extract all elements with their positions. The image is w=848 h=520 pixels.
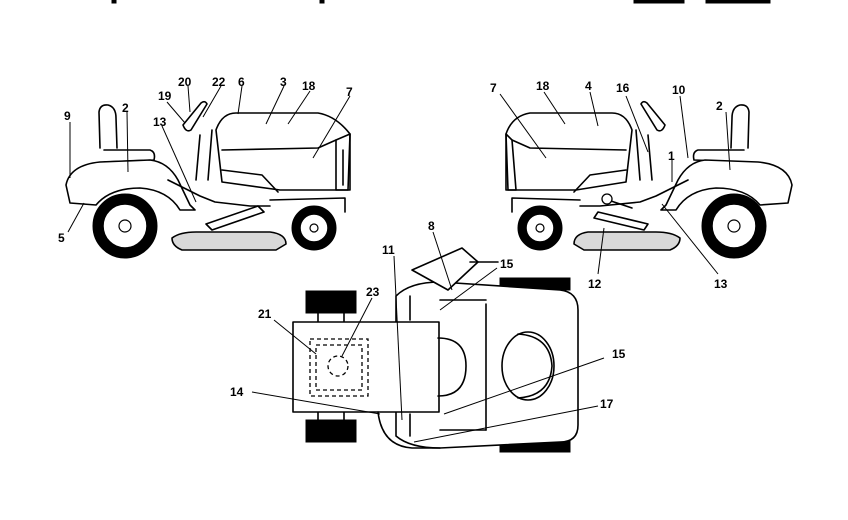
callout-18-right: 18 (536, 79, 550, 93)
callout-19: 19 (158, 89, 172, 103)
top-view-labels: 8 11 15 23 21 14 15 17 (230, 219, 626, 411)
callout-15-bottom: 15 (612, 347, 626, 361)
callout-14: 14 (230, 385, 244, 399)
callout-13-right: 13 (714, 277, 728, 291)
callout-20: 20 (178, 75, 192, 89)
top-view-leaders (251, 231, 605, 443)
callout-7-right: 7 (490, 81, 497, 95)
left-view-leaders (67, 85, 351, 233)
callout-3: 3 (280, 75, 287, 89)
callout-13: 13 (153, 115, 167, 129)
callout-18: 18 (302, 79, 316, 93)
callout-22: 22 (212, 75, 226, 89)
right-view-labels: 7 18 4 16 10 2 1 13 12 (490, 79, 728, 291)
top-edge-marks (111, 0, 771, 4)
callout-10: 10 (672, 83, 686, 97)
callout-5: 5 (58, 231, 65, 245)
callout-16: 16 (616, 81, 630, 95)
callout-23: 23 (366, 285, 380, 299)
callout-2: 2 (122, 101, 129, 115)
callout-8: 8 (428, 219, 435, 233)
callout-1: 1 (668, 149, 675, 163)
callout-7: 7 (346, 85, 353, 99)
tractor-left-side-view (65, 100, 351, 259)
left-view-labels: 9 2 19 20 22 6 3 18 7 13 5 (58, 75, 353, 245)
callout-15-top: 15 (500, 257, 514, 271)
callout-21: 21 (258, 307, 272, 321)
tractor-right-side-view (505, 100, 793, 259)
callout-9: 9 (64, 109, 71, 123)
callout-12: 12 (588, 277, 602, 291)
callout-6: 6 (238, 75, 245, 89)
callout-11: 11 (382, 243, 395, 257)
callout-4: 4 (585, 79, 592, 93)
callout-17: 17 (600, 397, 614, 411)
right-view-leaders (499, 91, 731, 275)
tractor-top-view (292, 247, 579, 453)
callout-2-right: 2 (716, 99, 723, 113)
